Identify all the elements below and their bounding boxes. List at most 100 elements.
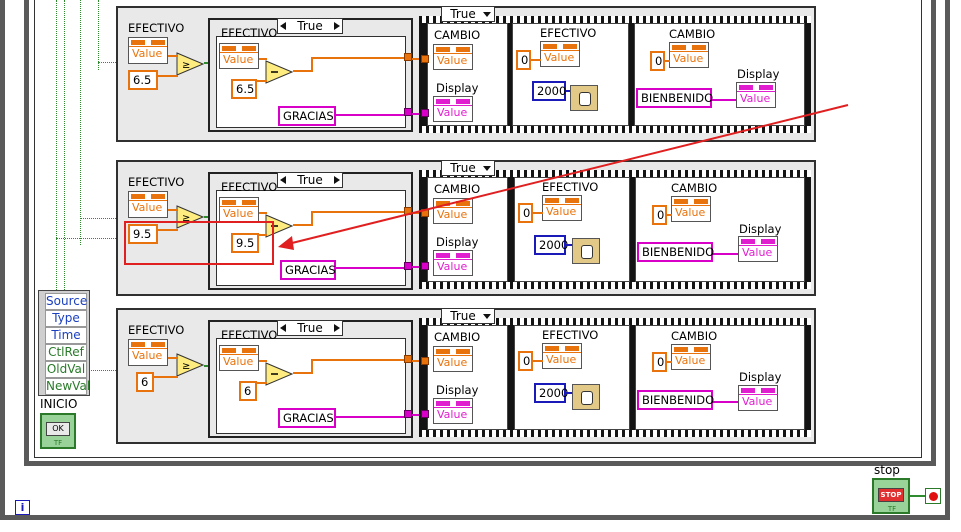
frame3-cambio-label: CAMBIO: [669, 27, 716, 41]
bienvenido-constant[interactable]: BIENBENIDO: [637, 390, 714, 410]
event-data-oldval[interactable]: OldVal: [45, 361, 87, 378]
compare-constant[interactable]: 6: [136, 372, 154, 392]
zero-constant[interactable]: 0: [518, 203, 533, 223]
event-data-node[interactable]: Source Type Time CtlRef OldVal NewVal: [38, 290, 90, 396]
subtract-constant[interactable]: 6: [239, 381, 257, 401]
stop-glyph: STOP: [878, 488, 904, 502]
frame3-zero-constant[interactable]: 0: [652, 352, 667, 372]
frame3-zero-constant[interactable]: 0: [650, 51, 665, 71]
wait-ms-icon: [570, 85, 598, 111]
frame3-cambio-label: CAMBIO: [671, 181, 718, 195]
event-data-type[interactable]: Type: [45, 310, 87, 327]
display-label: Display: [436, 235, 479, 249]
frame3-zero-constant[interactable]: 0: [652, 205, 667, 225]
boolean-wire: [56, 0, 57, 300]
case-selector[interactable]: True: [277, 18, 343, 34]
event-data-newval[interactable]: NewVal: [45, 378, 91, 395]
bienvenido-constant[interactable]: BIENBENIDO: [636, 88, 713, 108]
sequence-frame-3: [635, 177, 805, 282]
frame2-efectivo-terminal[interactable]: Value: [542, 195, 582, 221]
event-data-ctlref[interactable]: CtlRef: [45, 344, 87, 361]
efectivo-terminal[interactable]: Value: [128, 191, 168, 218]
iteration-info-icon: i: [15, 500, 30, 515]
sequence-frame-2: [514, 177, 630, 282]
efectivo-label: EFECTIVO: [128, 175, 185, 189]
gracias-constant[interactable]: GRACIAS: [280, 260, 336, 280]
frame3-display-terminal[interactable]: Value: [738, 236, 778, 262]
display-label: Display: [436, 383, 479, 397]
case-selector[interactable]: True: [277, 172, 343, 188]
stop-type-tag: TF: [887, 505, 897, 513]
sequence-selector[interactable]: True: [441, 160, 495, 176]
event-case-inner: [34, 0, 922, 458]
case-selector[interactable]: True: [277, 320, 343, 336]
svg-text:≥: ≥: [182, 361, 190, 372]
event-data-source[interactable]: Source: [45, 293, 88, 310]
cambio-label: CAMBIO: [434, 28, 481, 42]
frame3-cambio-label: CAMBIO: [671, 329, 718, 343]
boolean-wire: [64, 370, 118, 371]
frame3-display-label: Display: [739, 370, 782, 384]
subtract-constant[interactable]: 6.5: [231, 79, 257, 99]
boolean-wire: [98, 0, 99, 70]
efectivo-terminal[interactable]: Value: [128, 37, 168, 64]
sequence-frame-2: [514, 325, 630, 430]
svg-text:≥: ≥: [182, 213, 190, 224]
frame3-display-terminal[interactable]: Value: [736, 82, 776, 108]
boolean-wire: [56, 238, 118, 239]
frame2-efectivo-terminal[interactable]: Value: [540, 41, 580, 67]
stop-label: stop: [874, 463, 900, 477]
frame2-efectivo-terminal[interactable]: Value: [542, 343, 582, 369]
svg-text:≥: ≥: [182, 60, 190, 71]
event-data-time[interactable]: Time: [45, 327, 87, 344]
wait-constant[interactable]: 2000: [534, 383, 568, 403]
display-terminal[interactable]: Value: [433, 250, 473, 276]
frame3-display-label: Display: [739, 222, 782, 236]
frame2-efectivo-label: EFECTIVO: [540, 26, 597, 40]
inner-efectivo-label: EFECTIVO: [221, 180, 278, 194]
frame3-cambio-terminal[interactable]: Value: [671, 344, 711, 370]
inner-efectivo-terminal[interactable]: Value: [219, 345, 259, 371]
loop-condition-icon[interactable]: [925, 488, 941, 504]
while-loop-border: [0, 0, 950, 520]
compare-constant[interactable]: 6.5: [128, 70, 158, 90]
cambio-terminal[interactable]: Value: [433, 346, 473, 372]
sequence-frame-3: [634, 23, 805, 126]
efectivo-terminal[interactable]: Value: [128, 339, 168, 366]
frame3-cambio-terminal[interactable]: Value: [671, 196, 711, 222]
efectivo-label: EFECTIVO: [128, 21, 185, 35]
inicio-button-terminal[interactable]: OK TF: [40, 413, 76, 449]
sequence-selector[interactable]: True: [441, 308, 495, 324]
subtract-icon: [265, 362, 293, 386]
inner-efectivo-terminal[interactable]: Value: [219, 197, 259, 223]
display-terminal[interactable]: Value: [433, 96, 473, 122]
sequence-frame-3: [635, 325, 805, 430]
boolean-wire: [64, 0, 65, 370]
inner-efectivo-label: EFECTIVO: [221, 26, 278, 40]
inicio-ok-glyph: OK: [46, 422, 70, 436]
wait-constant[interactable]: 2000: [534, 235, 568, 255]
sequence-selector[interactable]: True: [441, 6, 495, 22]
inner-efectivo-terminal[interactable]: Value: [219, 43, 259, 69]
cambio-terminal[interactable]: Value: [433, 44, 473, 70]
wait-ms-icon: [572, 238, 600, 264]
inicio-type-tag: TF: [53, 439, 63, 447]
frame3-display-terminal[interactable]: Value: [738, 385, 778, 411]
cambio-label: CAMBIO: [434, 330, 481, 344]
frame3-cambio-terminal[interactable]: Value: [669, 42, 709, 68]
subtract-constant[interactable]: 9.5: [231, 233, 259, 253]
stop-button-terminal[interactable]: STOP TF: [872, 478, 910, 514]
bienvenido-constant[interactable]: BIENBENIDO: [637, 242, 714, 262]
greater-or-equal-icon: ≥: [176, 52, 204, 76]
boolean-wire: [80, 218, 118, 219]
gracias-constant[interactable]: GRACIAS: [278, 106, 336, 126]
zero-constant[interactable]: 0: [516, 50, 531, 70]
compare-constant[interactable]: 9.5: [128, 224, 158, 244]
subtract-icon: [265, 60, 293, 84]
display-terminal[interactable]: Value: [433, 398, 473, 424]
boolean-wire: [98, 62, 118, 63]
zero-constant[interactable]: 0: [518, 351, 533, 371]
annotation-arrow: [278, 104, 849, 250]
wait-constant[interactable]: 2000: [532, 81, 566, 101]
gracias-constant[interactable]: GRACIAS: [278, 408, 336, 428]
